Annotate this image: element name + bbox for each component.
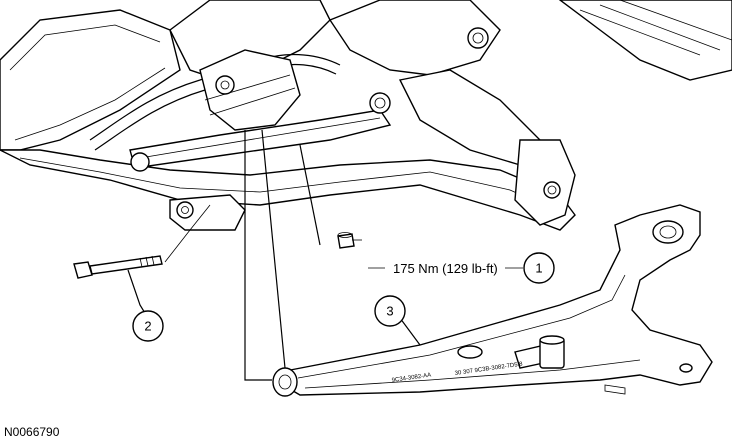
leader-lines	[127, 129, 421, 381]
nut	[337, 232, 355, 249]
callout-1-number: 1	[535, 261, 542, 276]
figure-id: N0066790	[4, 425, 60, 439]
callout-1: 175 Nm (129 lb-ft) 1	[393, 252, 555, 284]
callout-3: 3	[374, 295, 406, 327]
callout-3-number: 3	[386, 304, 393, 319]
bolt	[73, 255, 163, 279]
lower-control-arm: 9C34-3082-AA 30 307 9C3B-3082-7D5.8	[272, 204, 713, 397]
callout-2: 2	[132, 310, 164, 342]
frame-assembly	[0, 0, 732, 231]
callout-1-torque-text: 175 Nm (129 lb-ft)	[393, 261, 498, 276]
arm-marking-a: 9C34-3082-AA	[391, 373, 431, 384]
callout-2-number: 2	[144, 319, 151, 334]
